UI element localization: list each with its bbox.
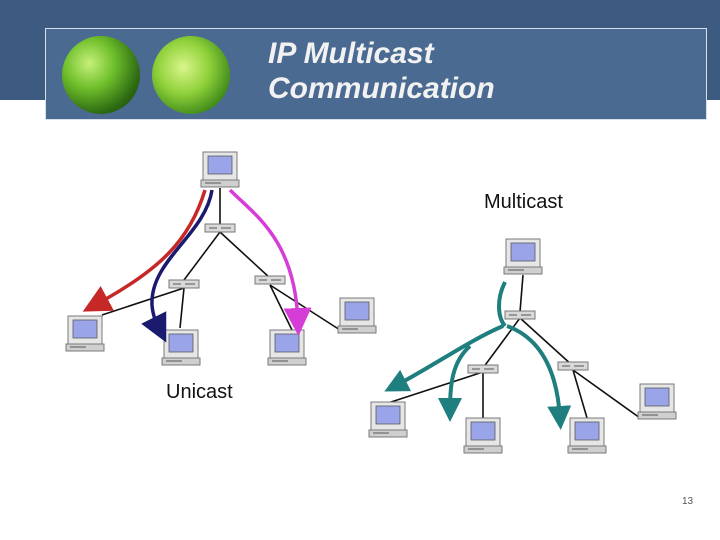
multicast-receiver-computer-3: [567, 417, 607, 454]
unicast-receiver-computer-1: [65, 315, 105, 352]
unicast-receiver-computer-4: [337, 297, 377, 334]
slide-title: IP Multicast Communication: [268, 36, 495, 106]
multicast-router-right: [557, 361, 589, 371]
multicast-receiver-computer-4: [637, 383, 677, 420]
unicast-magenta-arrow: [228, 188, 312, 336]
multicast-sender-computer: [503, 238, 543, 275]
title-line-1: IP Multicast: [268, 37, 434, 70]
multicast-branch-center-arrow: [438, 344, 472, 422]
unicast-router-top: [204, 223, 236, 233]
multicast-receiver-computer-2: [463, 417, 503, 454]
unicast-label: Unicast: [166, 381, 233, 403]
multicast-label: Multicast: [484, 191, 563, 213]
unicast-router-left: [168, 279, 200, 289]
unicast-receiver-computer-2: [161, 329, 201, 366]
unicast-navy-arrow: [141, 189, 214, 343]
multicast-branch-left-arrow: [384, 324, 504, 392]
unicast-router-right: [254, 275, 286, 285]
unicast-red-arrow: [82, 189, 207, 312]
unicast-receiver-computer-3: [267, 329, 307, 366]
unicast-sender-computer: [200, 151, 240, 188]
multicast-tree-arrows: [384, 281, 572, 430]
multicast-branch-right-arrow: [506, 324, 572, 430]
multicast-router-left: [467, 364, 499, 374]
page-number: 13: [682, 496, 694, 507]
multicast-links: [387, 274, 641, 419]
unicast-links: [101, 188, 341, 331]
leaf-logo-right-icon: [152, 36, 230, 114]
multicast-trunk-arrow: [497, 281, 507, 328]
multicast-router-top: [504, 310, 536, 320]
multicast-receiver-computer-1: [368, 401, 408, 438]
title-line-2: Communication: [268, 72, 495, 105]
leaf-logo-left-icon: [62, 36, 140, 114]
